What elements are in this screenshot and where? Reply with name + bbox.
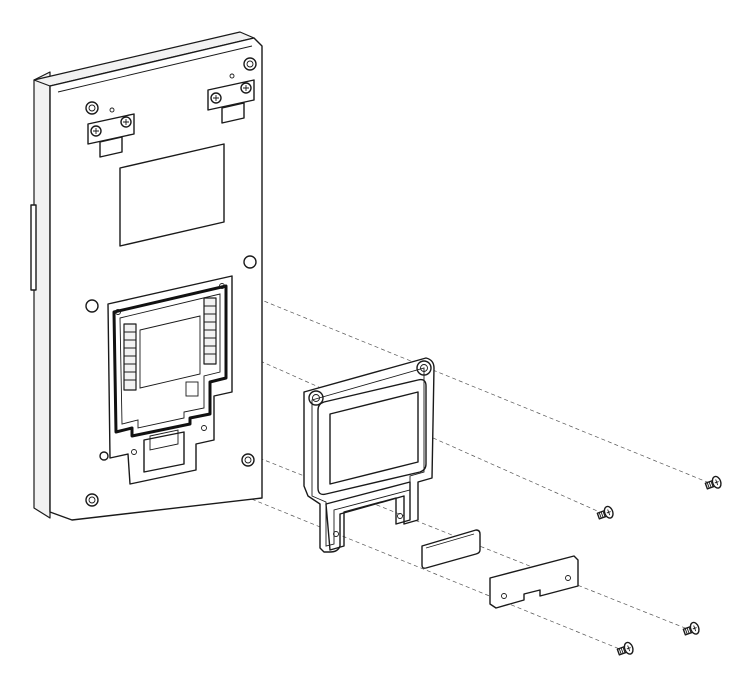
cover-plate: [303, 357, 435, 553]
cover-screw-hole-left: [308, 390, 324, 406]
rubber-gasket: [421, 529, 481, 569]
screw-head-icon: [120, 116, 132, 128]
guide-line-top: [231, 287, 713, 485]
clamp-hole-left: [501, 593, 507, 599]
corner-hole-top-right: [243, 57, 257, 71]
assembly-guide-lines: [199, 287, 713, 651]
corner-hole-bottom-right: [241, 453, 255, 467]
screw-head-icon: [90, 125, 102, 137]
clamp-hole-right: [565, 575, 571, 581]
wiring-compartment: [107, 275, 233, 485]
guide-line-lower: [213, 439, 691, 631]
label-recess: [119, 143, 225, 247]
device-side-slot: [30, 204, 37, 291]
screw-2: [596, 505, 614, 520]
screw-4: [616, 641, 634, 656]
terminal-block-left: [123, 323, 137, 391]
terminal-block-right: [203, 297, 217, 365]
device-body: [30, 31, 263, 521]
cover-plate-outline: [303, 357, 435, 553]
pin-hole: [99, 451, 109, 461]
corner-hole-top-left: [85, 101, 99, 115]
screw-3: [682, 621, 700, 636]
cable-entry: [143, 431, 185, 473]
screw-head-icon: [210, 92, 222, 104]
device-side-face: [33, 71, 51, 519]
cover-lower-bracket: [325, 481, 411, 551]
cable-clamp-plate: [489, 555, 579, 609]
screw-1: [704, 475, 722, 490]
cover-screw-hole-right: [416, 360, 432, 376]
corner-hole-bottom-left: [85, 493, 99, 507]
mount-bracket-right: [207, 79, 255, 124]
screw-head-icon: [240, 82, 252, 94]
device-inner-edge: [57, 45, 253, 93]
cover-window: [329, 391, 419, 485]
compartment-floor: [139, 315, 201, 389]
guide-line-bottom: [199, 477, 623, 651]
mount-bracket-left: [87, 113, 135, 158]
mid-hole-left: [85, 299, 99, 313]
mid-hole-right: [243, 255, 257, 269]
